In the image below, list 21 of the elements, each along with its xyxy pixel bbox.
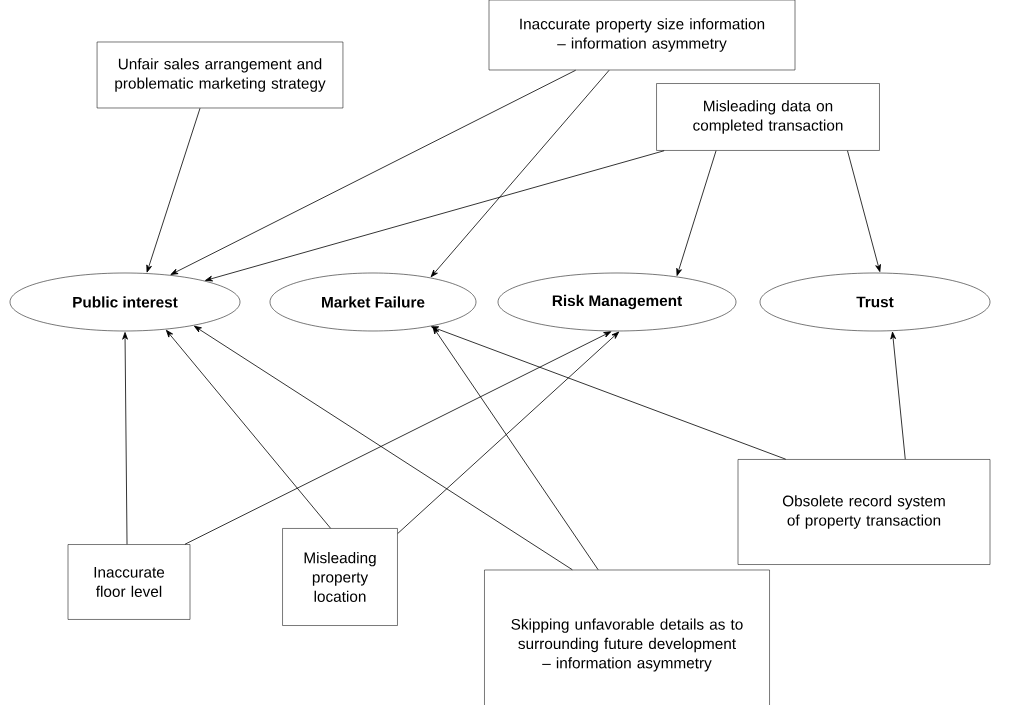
cause-box: Unfair sales arrangement and problematic marketing strategy: [96, 41, 344, 109]
cause-box: Skipping unfavorable details as to surrounding future development – information asymmetry: [484, 569, 770, 705]
arrow: [432, 326, 599, 571]
arrow: [397, 331, 620, 534]
arrow: [676, 150, 717, 276]
arrow: [194, 325, 573, 571]
arrow: [205, 150, 665, 282]
arrow: [890, 331, 906, 460]
cause-box: Misleading data on completed transaction: [656, 83, 880, 151]
arrow: [184, 331, 612, 545]
arrow: [430, 69, 610, 278]
arrow: [146, 107, 201, 273]
cause-box: Inaccurate floor level: [67, 544, 191, 620]
arrow: [170, 69, 577, 275]
arrow: [431, 326, 787, 460]
arrow: [166, 329, 331, 529]
cause-box: Obsolete record system of property transaction: [737, 459, 991, 565]
arrow: [847, 150, 881, 272]
cause-box: Misleading property location: [282, 528, 398, 626]
cause-box: Inaccurate property size information – information asymmetry: [488, 0, 796, 71]
arrow: [122, 332, 128, 545]
